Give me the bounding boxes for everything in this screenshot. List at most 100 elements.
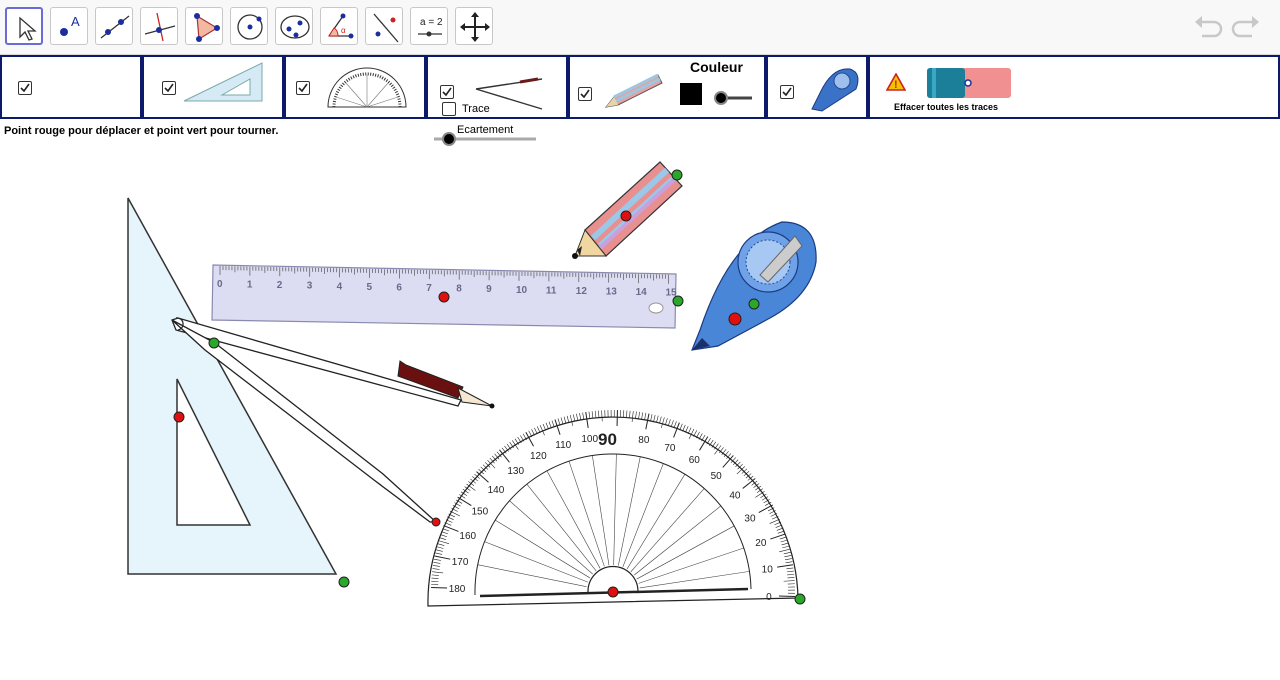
protractor-tick [588, 411, 591, 419]
slider-tool[interactable]: a = 2 [410, 7, 448, 45]
protractor-tick [723, 451, 729, 457]
protractor-number: 120 [530, 451, 547, 462]
conic-tool[interactable] [275, 7, 313, 45]
point-tool[interactable]: A [50, 7, 88, 45]
correction-tape [691, 221, 817, 351]
protractor-tick [665, 418, 668, 426]
pencil-tip-point [572, 253, 578, 259]
ruler-move-point[interactable] [438, 291, 450, 303]
pencil [574, 161, 683, 257]
protractor-tick [431, 574, 439, 576]
protractor-tick [514, 438, 519, 445]
ecartement-slider[interactable] [430, 131, 542, 147]
line-tool[interactable] [95, 7, 133, 45]
panel-compass: Trace [426, 55, 568, 119]
protractor-tick [487, 459, 496, 469]
protractor-tick [641, 412, 644, 420]
protractor-tick [659, 416, 662, 424]
protractor-tick [468, 481, 475, 486]
protractor-tick [501, 447, 507, 454]
protractor-number: 30 [744, 513, 756, 524]
protractor-tick [737, 463, 743, 470]
protractor-tick [436, 546, 444, 549]
ecartement-label: Ecartement [457, 124, 514, 136]
protractor-number: 10 [762, 565, 774, 576]
perpendicular-line-icon [144, 12, 176, 42]
trace-checkbox[interactable] [442, 102, 456, 116]
ruler-number: 9 [486, 284, 492, 295]
protractor-rotate-point[interactable] [794, 593, 806, 605]
ellipse-icon [280, 15, 310, 39]
protractor-tick [542, 423, 547, 431]
eraser-button[interactable] [926, 67, 1012, 99]
protractor-tick [554, 419, 561, 435]
protractor-ray [509, 500, 593, 575]
protractor-tick [645, 413, 650, 430]
angle-tool[interactable]: α [320, 7, 358, 45]
protractor-tick [635, 411, 637, 419]
protractor-number: 160 [459, 531, 476, 542]
protractor-tick [667, 419, 671, 427]
couleur-label: Couleur [690, 59, 743, 75]
perpendicular-tool[interactable] [140, 7, 178, 45]
protractor-tick [742, 478, 756, 489]
pencil-visible-checkbox[interactable] [578, 87, 592, 101]
undo-button[interactable] [1192, 12, 1224, 42]
pencil-rotate-point[interactable] [671, 169, 683, 181]
protractor-tick [496, 451, 502, 458]
protractor-tick [445, 519, 453, 523]
protractor-tick [753, 483, 760, 488]
move-view-tool[interactable] [455, 7, 493, 45]
protractor-tick [594, 410, 597, 418]
reflect-tool[interactable] [365, 7, 403, 45]
ruler-number: 15 [666, 288, 678, 299]
protractor-tick [460, 491, 468, 496]
ruler-number: 7 [426, 283, 432, 294]
protractor-tick [438, 540, 450, 545]
ruler-rotate-point[interactable] [672, 295, 684, 307]
protractor-tick [506, 443, 512, 450]
set-square-visible-checkbox[interactable] [162, 81, 176, 95]
protractor-tick [755, 485, 762, 491]
protractor-tick [520, 435, 525, 442]
check-icon [442, 87, 452, 97]
protractor-tick [769, 518, 780, 524]
protractor-ray [477, 564, 587, 587]
tape-move-point[interactable] [728, 312, 742, 326]
compass-rotate-point[interactable] [208, 337, 220, 349]
set-square-rotate-point[interactable] [338, 576, 350, 588]
eraser-visible-checkbox[interactable] [780, 85, 794, 99]
protractor-tick [783, 552, 791, 555]
color-slider[interactable] [710, 87, 756, 109]
protractor-tick [566, 415, 570, 423]
compass-move-point[interactable] [431, 517, 441, 527]
move-tool[interactable] [5, 7, 43, 45]
protractor-tick [741, 468, 748, 474]
polygon-tool[interactable] [185, 7, 223, 45]
compass-visible-checkbox[interactable] [440, 85, 454, 99]
protractor-move-point[interactable] [607, 586, 619, 598]
check-icon [580, 89, 590, 99]
protractor-ray [484, 541, 588, 583]
circle-tool[interactable] [230, 7, 268, 45]
set-square-move-point[interactable] [173, 411, 185, 423]
check-icon [20, 83, 30, 93]
protractor-tick [534, 427, 538, 435]
protractor-tick [476, 471, 489, 483]
protractor-tick [433, 558, 441, 561]
protractor-tick [441, 531, 449, 535]
protractor-tick [459, 494, 466, 499]
protractor-ray [633, 505, 722, 576]
color-swatch[interactable] [680, 83, 702, 105]
redo-button[interactable] [1230, 12, 1262, 42]
tape-rotate-point[interactable] [748, 298, 760, 310]
protractor-tick [736, 466, 746, 475]
pencil-move-point[interactable] [620, 210, 632, 222]
protractor-tick [784, 555, 792, 558]
ruler-visible-checkbox[interactable] [18, 81, 32, 95]
protractor-tick [756, 488, 763, 493]
protractor-ray [546, 470, 601, 569]
protractor-visible-checkbox[interactable] [296, 81, 310, 95]
